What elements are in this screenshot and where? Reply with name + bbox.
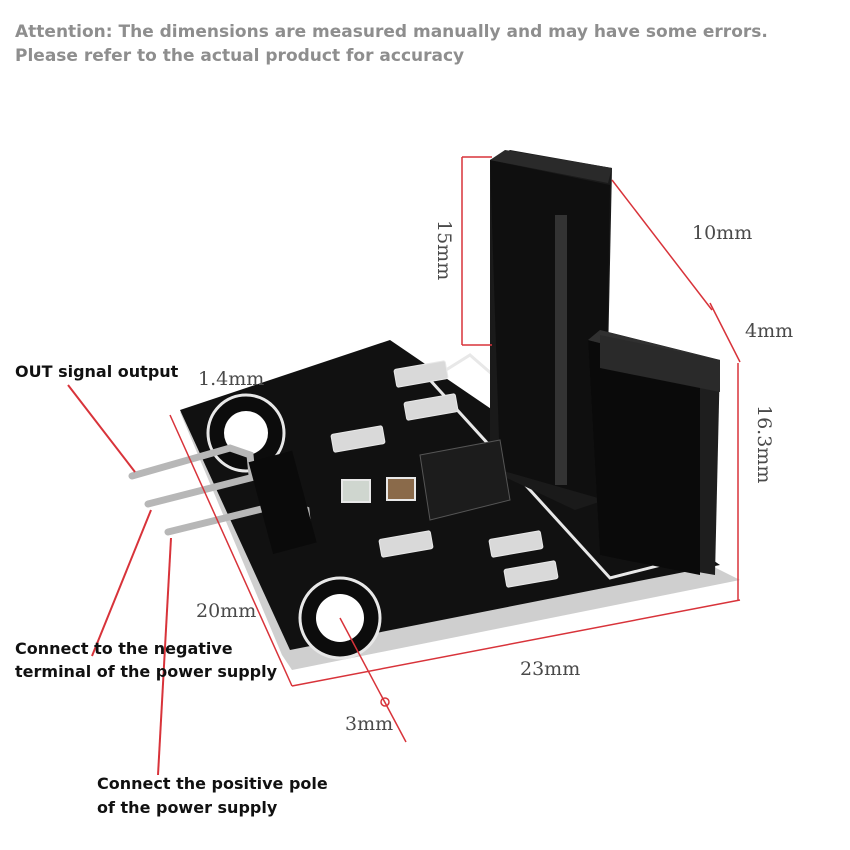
label-positive-line1: Connect the positive pole — [97, 774, 328, 793]
capacitor — [386, 477, 416, 501]
label-negative-line1: Connect to the negative — [15, 639, 233, 658]
dim-pin-spacing: 1.4mm — [198, 368, 265, 390]
dim-slot-height: 15mm — [433, 220, 455, 281]
callout-lines — [67, 384, 172, 776]
label-out-signal: OUT signal output — [15, 362, 179, 381]
label-positive-line2: of the power supply — [97, 798, 278, 817]
label-negative-line2: terminal of the power supply — [15, 662, 278, 681]
slot-window — [555, 215, 567, 485]
dim-board-length: 23mm — [520, 658, 581, 680]
dim-body-height: 16.3mm — [753, 405, 775, 484]
slot-arm-back-top — [490, 150, 612, 183]
dim-slot-width: 10mm — [692, 222, 753, 244]
slot-arm-front-face — [588, 340, 700, 575]
dimension-lines — [169, 156, 741, 743]
slot-arm-back-front — [490, 160, 610, 500]
pin-header-base — [248, 450, 317, 555]
mounting-hole-inner-top — [224, 411, 268, 455]
slot-arm-front-cap — [600, 335, 720, 392]
attention-note: Attention: The dimensions are measured m… — [15, 22, 768, 66]
led — [341, 479, 371, 503]
lm393-chip — [419, 439, 511, 521]
dim-hole: 3mm — [345, 713, 394, 735]
dim-arm-width: 4mm — [745, 320, 794, 342]
dim-board-width: 20mm — [196, 600, 257, 622]
smd-resistors — [330, 360, 559, 588]
